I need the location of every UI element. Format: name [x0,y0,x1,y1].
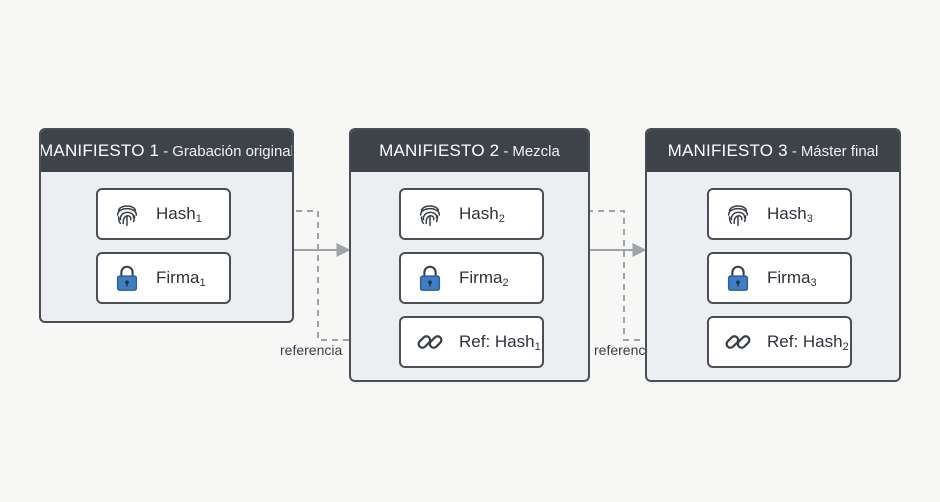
reference-label-1: referencia [280,342,343,358]
manifest-separator: - [503,142,509,160]
reference-connector-2 [543,210,708,347]
hash-item-1: Hash1 [96,188,231,240]
hash-label: Hash2 [459,203,505,225]
signature-item-3: Firma3 [707,252,852,304]
manifest-subtitle: Mezcla [512,142,560,160]
hash-item-2: Hash2 [399,188,544,240]
manifest-title: MANIFIESTO 3 [667,141,788,160]
lock-icon [727,265,749,291]
fingerprint-icon [116,205,138,226]
fingerprint-icon [419,205,441,226]
reference-item-3: Ref: Hash2 [707,316,852,368]
reference-item-2: Ref: Hash1 [399,316,544,368]
manifest-header-2: MANIFIESTO 2 - Mezcla [351,130,588,172]
reference-label: Ref: Hash1 [459,331,541,353]
lock-icon [116,265,138,291]
reference-label: Ref: Hash2 [767,331,849,353]
manifest-subtitle: Máster final [800,142,879,160]
reference-label-2: referencia [594,342,657,358]
fingerprint-icon [727,205,749,226]
link-icon [725,335,751,349]
manifest-card-2: MANIFIESTO 2 - Mezcla Hash2 [349,128,590,382]
manifest-card-3: MANIFIESTO 3 - Máster final Hash3 [645,128,901,382]
signature-label: Firma2 [459,267,509,289]
manifest-title: MANIFIESTO 2 [379,141,500,160]
hash-item-3: Hash3 [707,188,852,240]
signature-label: Firma3 [767,267,817,289]
signature-item-1: Firma1 [96,252,231,304]
manifest-header-1: MANIFIESTO 1 - Grabación original [41,130,292,172]
lock-icon [419,265,441,291]
manifest-separator: - [163,142,169,160]
hash-label: Hash3 [767,203,813,225]
hash-label: Hash1 [156,203,202,225]
manifest-card-1: MANIFIESTO 1 - Grabación original Hash1 [39,128,294,323]
manifest-separator: - [791,142,797,160]
manifest-subtitle: Grabación original [172,142,294,160]
manifest-header-3: MANIFIESTO 3 - Máster final [647,130,899,172]
manifest-title: MANIFIESTO 1 [39,141,160,160]
link-icon [417,335,443,349]
signature-item-2: Firma2 [399,252,544,304]
signature-label: Firma1 [156,267,206,289]
